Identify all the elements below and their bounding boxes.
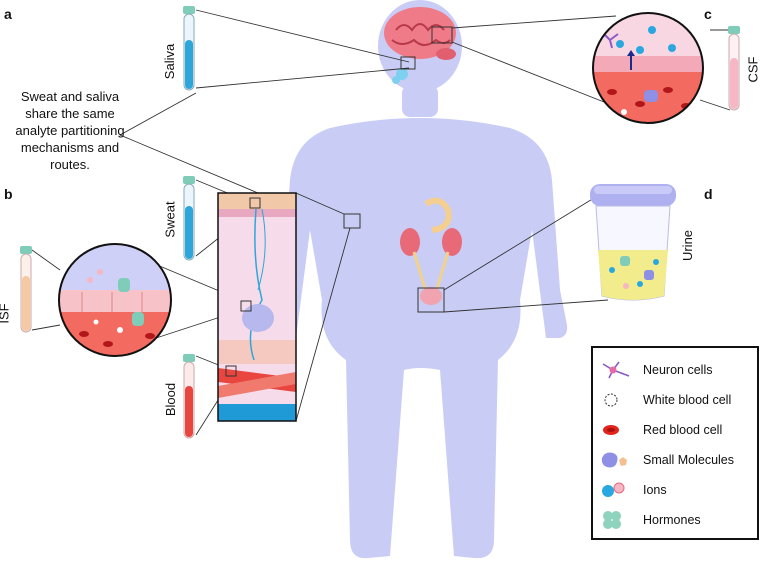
panel-letter-b: b [4,186,13,202]
blood-label: Blood [163,382,179,417]
legend: Neuron cells White blood cell Red blood … [591,346,759,540]
panel-letter-a: a [4,6,12,22]
legend-label: Red blood cell [643,423,723,437]
panel-letter-d: d [704,186,713,202]
ions-icon [602,482,625,497]
skin-cross-section [217,192,297,422]
sweat-label: Sweat [162,201,178,238]
legend-item-hormones: Hormones [599,508,757,532]
brain [384,7,456,60]
legend-label: Neuron cells [643,363,713,377]
legend-item-rbc: Red blood cell [599,418,757,442]
legend-item-ions: Ions [599,478,757,502]
partitioning-note: Sweat and saliva share the same analyte … [15,89,125,172]
legend-item-small-molecules: Small Molecules [599,448,757,472]
isf-zoom-circle [58,243,172,357]
legend-label: White blood cell [643,393,732,407]
csf-label: CSF [745,56,761,83]
hormones-icon [603,511,621,529]
salivary-gland [392,68,408,84]
panel-letter-c: c [704,6,712,22]
saliva-tube [183,6,195,91]
legend-label: Ions [643,483,667,497]
urinary-system [400,197,462,305]
sweat-tube [183,176,195,261]
legend-item-wbc: White blood cell [599,388,757,412]
white-blood-cell-icon [604,393,618,407]
isf-tube [20,246,32,333]
urine-label: Urine [680,229,696,262]
neuron-icon [602,361,630,379]
legend-label: Hormones [643,513,701,527]
connector-lines [31,9,731,436]
saliva-label: Saliva [162,43,178,80]
urine-cup [590,184,676,301]
legend-item-neuron: Neuron cells [599,358,757,382]
blood-tube [183,354,195,439]
csf-tube [728,26,740,111]
isf-label: ISF [0,303,12,324]
legend-label: Small Molecules [643,453,735,467]
red-blood-cell-icon [603,425,619,435]
csf-zoom-circle [592,12,704,124]
small-molecules-icon [601,452,627,468]
